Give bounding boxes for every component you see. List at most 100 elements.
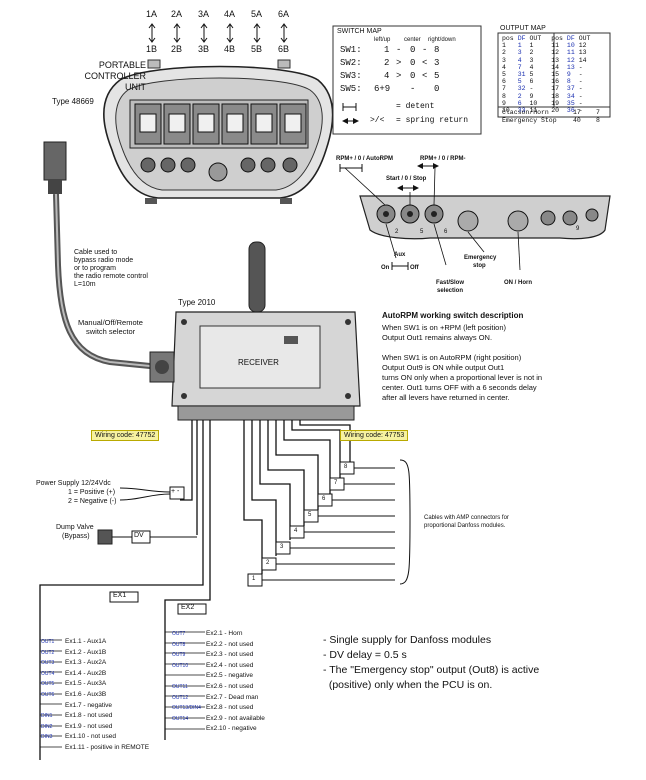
output-map-cell: - <box>578 71 583 79</box>
pcu-title-3: UNIT <box>125 82 146 92</box>
output-map-cell: - <box>578 63 583 71</box>
dump-plug: DV <box>134 532 144 539</box>
ex2-text: Ex2.4 - not used <box>206 661 254 669</box>
autorpm-title: AutoRPM working switch description <box>382 311 524 320</box>
switch-arrow-1 <box>148 23 156 43</box>
switch-label-4b: 4B <box>224 44 236 54</box>
ex1-text: Ex1.9 - not used <box>65 722 113 730</box>
ex2-text: Ex2.6 - not used <box>206 682 254 690</box>
switch-label-2a: 2A <box>171 9 183 19</box>
output-map-box <box>497 32 611 118</box>
output-map-cell: 36 <box>566 107 575 115</box>
output-map-cell: 3 <box>517 49 522 57</box>
amp-number: 7 <box>334 480 338 486</box>
ex1-text: Ex1.11 - positive in REMOTE <box>65 743 150 751</box>
rpm-left-label: RPM+ / 0 / AutoRPM <box>336 156 393 162</box>
output-map-cell: 13 <box>566 63 575 71</box>
switch-label-6b: 6B <box>278 44 290 54</box>
output-map-cell: 14 <box>578 56 587 64</box>
cable-note: Cable used to bypass radio mode or to pr… <box>74 249 148 289</box>
ex1-tag: OUT3 <box>41 660 55 667</box>
ex2-label: EX2 <box>181 604 195 611</box>
switch-map-row-right: 5 <box>434 71 440 81</box>
output-map-cell: 4 <box>529 63 534 71</box>
legend-spring: = spring return <box>396 116 469 125</box>
ex1-text: Ex1.3 - Aux2A <box>65 659 107 667</box>
switch-map-row-center: 0 <box>410 45 416 55</box>
ex1-text: Ex1.4 - Aux2B <box>65 669 107 677</box>
output-map-header-cell: pos <box>502 35 514 42</box>
output-map-header-cell: DF <box>566 35 575 42</box>
ex2-text: Ex2.8 - not used <box>206 704 254 712</box>
ex1-tag: OUT1 <box>41 639 55 645</box>
output-map-cell: 14 <box>551 63 560 71</box>
output-map-cell: 1 <box>517 42 522 50</box>
amp-number: 3 <box>280 544 284 550</box>
output-map-cell: 31 <box>517 71 526 79</box>
dump-valve <box>97 529 197 545</box>
switch-map-row-right: 0 <box>434 84 440 94</box>
output-map-cell: 37 <box>566 85 575 93</box>
output-map-cell: 4 <box>502 63 506 71</box>
output-map-cell: 9 <box>529 92 534 100</box>
output-map-cell: 1 <box>502 42 506 50</box>
ex1-text: Ex1.6 - Aux3B <box>65 690 107 698</box>
wiring-code-left: Wiring code: 47752 <box>91 430 160 441</box>
output-map-cell: 10 <box>529 99 538 107</box>
output-map-cell: 16 <box>551 78 560 86</box>
list-item: OUT11 Ex2.6 - not used <box>172 679 265 690</box>
aux-on-label: On <box>381 265 390 271</box>
switch-map-title: SWITCH MAP <box>337 28 382 35</box>
list-item: OUT3 Ex1.3 - Aux2A <box>41 655 149 666</box>
switch-map-row-right: 8 <box>434 45 440 55</box>
dump-sub: (Bypass) <box>62 533 90 540</box>
amp-connectors <box>247 461 355 587</box>
fast-slow-label: Fast/Slow <box>436 280 465 286</box>
switch-map-row-sep: > <box>396 58 402 68</box>
front-panel-detail <box>339 163 611 271</box>
switch-arrow-3 <box>200 23 208 43</box>
output-map-footer-horn: Clacson/Horn <box>502 109 549 116</box>
list-item: OUT4 Ex1.4 - Aux2B <box>41 666 149 677</box>
pcu-title-2: CONTROLLER <box>84 71 146 81</box>
autorpm-line: after all levers have returned in center… <box>382 393 510 402</box>
receiver-label: RECEIVER <box>238 358 279 367</box>
ex2-text: Ex2.3 - not used <box>206 651 254 659</box>
output-map-cell: - <box>578 107 583 115</box>
output-map-footer-estop: Emergency Stop <box>502 117 557 124</box>
ex1-tag: OUT4 <box>41 670 55 677</box>
fast-slow-label-2: selection <box>437 288 464 294</box>
note-line: (positive) only when the PCU is on. <box>323 679 493 691</box>
ex1-tag: DIN3 <box>41 734 53 741</box>
cable-note-line: bypass radio mode <box>74 257 134 264</box>
switch-map-row-sep: - <box>396 45 402 55</box>
switch-map-row-left: 1 <box>384 45 390 55</box>
list-item: Ex2.10 - negative <box>172 721 265 732</box>
switch-map-row-left: 6+9 <box>374 84 391 94</box>
note-line: - The "Emergency stop" output (Out8) is … <box>323 664 540 676</box>
selector-label-1: Manual/Off/Remote <box>78 318 143 327</box>
switch-arrows <box>148 23 288 43</box>
ex1-tag: DIN1 <box>41 713 53 720</box>
switch-label-4a: 4A <box>224 9 236 19</box>
output-map-cell: 4 <box>517 56 522 64</box>
output-map-cell: 7 <box>517 63 522 71</box>
switch-label-1a: 1A <box>146 9 158 19</box>
emergency-label: Emergency <box>464 255 497 261</box>
output-map-cell: 11 <box>529 107 538 115</box>
output-map-cell: 12 <box>566 56 575 64</box>
output-map-cell: 35 <box>566 99 575 107</box>
output-map-cell: 1 <box>529 42 534 50</box>
switch-map-row-center: 0 <box>410 58 416 68</box>
ex2-tag: OUT11 <box>172 683 188 690</box>
note-line: - DV delay = 0.5 s <box>323 649 407 661</box>
output-map-cell: 7 <box>502 85 506 93</box>
